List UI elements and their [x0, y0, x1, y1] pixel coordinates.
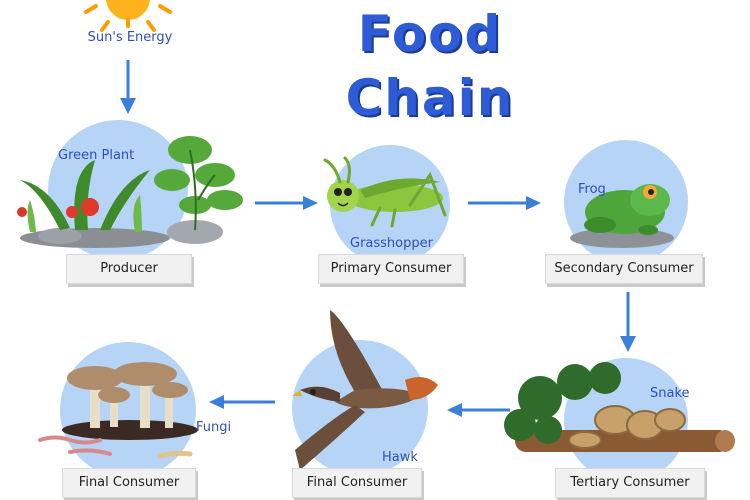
arrow-frog-to-snake	[620, 292, 636, 352]
plant-icon	[17, 136, 243, 248]
sun-icon	[84, 0, 172, 32]
node-name-fungi: Fungi	[196, 420, 232, 435]
arrow-plant-to-grasshopper	[255, 196, 318, 210]
hawk-icon	[292, 310, 438, 470]
snake-icon	[504, 362, 735, 452]
role-label-producer: Producer	[66, 254, 192, 284]
role-label-secondary-consumer: Secondary Consumer	[545, 254, 703, 284]
node-name-grasshopper: Grasshopper	[350, 236, 433, 251]
frog-icon	[570, 184, 674, 248]
arrow-snake-to-hawk	[447, 403, 510, 417]
node-name-green-plant: Green Plant	[58, 148, 135, 163]
role-label-primary-consumer: Primary Consumer	[318, 254, 464, 284]
arrow-sun-to-plant	[120, 60, 136, 114]
role-label-final-consumer-hawk: Final Consumer	[292, 468, 422, 498]
fungi-icon	[38, 362, 198, 459]
node-name-hawk: Hawk	[382, 450, 418, 465]
grasshopper-icon	[323, 156, 447, 228]
role-label-tertiary-consumer: Tertiary Consumer	[555, 468, 705, 498]
node-name-frog: Frog	[578, 182, 606, 197]
sun-energy-label: Sun's Energy	[87, 30, 173, 45]
diagram-title: Food Chain	[345, 5, 515, 127]
node-name-snake: Snake	[650, 386, 690, 401]
role-label-final-consumer-fungi: Final Consumer	[62, 468, 196, 498]
arrow-hawk-to-fungi	[209, 395, 275, 409]
arrow-grasshopper-to-frog	[468, 196, 541, 210]
